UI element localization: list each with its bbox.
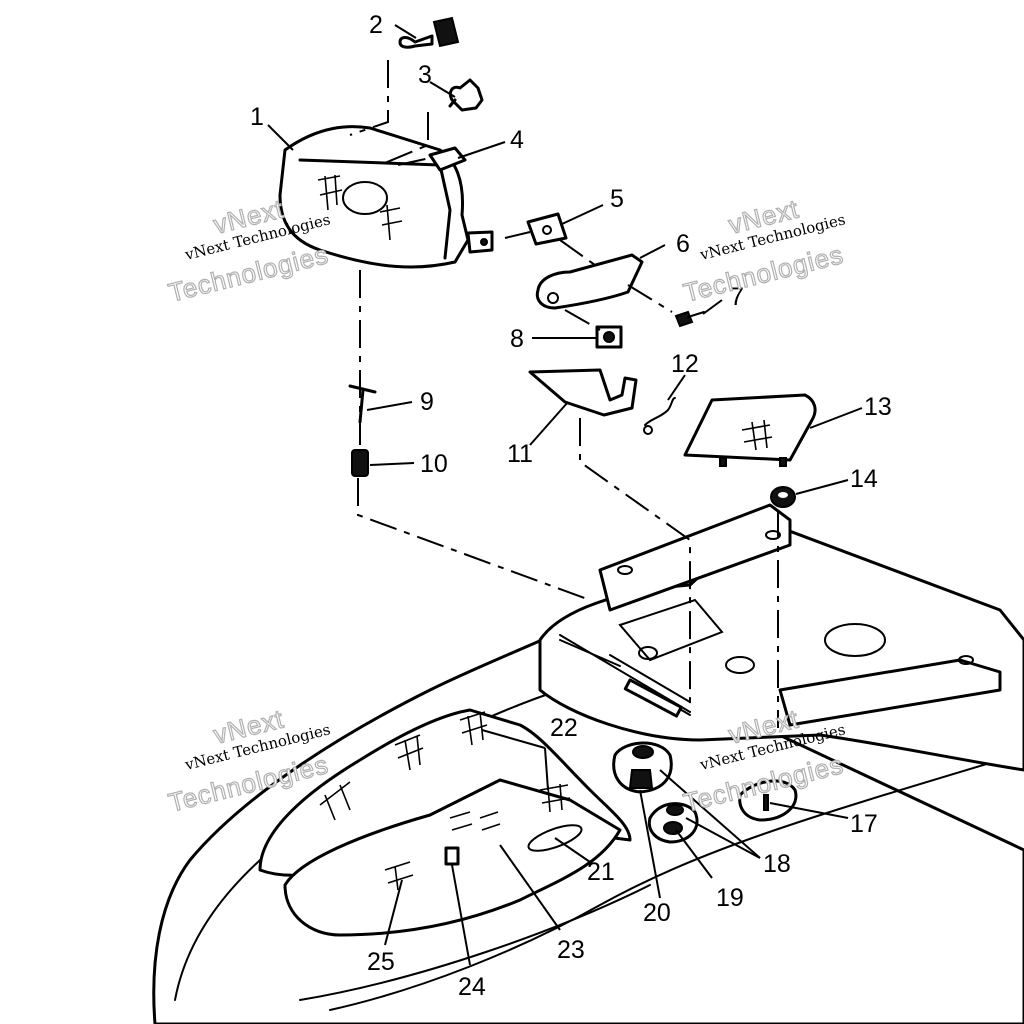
mounting-bracket [535,253,644,310]
callout-19: 19 [716,884,744,912]
wire-clip [643,397,676,435]
callout-13: 13 [864,393,892,421]
callout-24: 24 [458,973,486,1001]
clip [428,146,467,172]
callout-5: 5 [610,185,624,213]
dash-console [258,708,632,937]
storage-cowling [538,503,1024,772]
grommet [770,486,796,508]
screw [674,310,705,328]
callout-3: 3 [418,61,432,89]
screw-17 [738,779,798,822]
callout-9: 9 [420,388,434,416]
spring [351,449,369,477]
callout-4: 4 [510,126,524,154]
watermark-top-right: vNext vNext Technologies Technologies [680,193,847,308]
callout-8: 8 [510,325,524,353]
callout-25: 25 [367,948,395,976]
callout-11: 11 [507,440,533,468]
callout-22: 22 [550,714,578,742]
pin [348,384,377,424]
callout-17: 17 [850,810,878,838]
callout-12: 12 [671,350,699,378]
callout-2: 2 [369,11,383,39]
bulb [398,16,460,49]
callout-7: 7 [730,283,744,311]
callout-labels: 1 2 3 4 5 6 7 8 9 10 11 12 13 14 17 18 1… [250,11,892,1001]
assembly-lines [349,60,779,728]
callout-21: 21 [587,858,615,886]
nut-plate [595,325,623,349]
lower-bracket [528,368,638,417]
bulb-socket [448,78,484,112]
callout-14: 14 [850,465,878,493]
plate-washer [526,212,568,246]
callout-6: 6 [676,230,690,258]
callout-18: 18 [763,850,791,878]
leader-lines [267,24,863,966]
lens-cover [683,393,817,467]
headlight-housing [278,125,494,269]
switch-assembly [612,741,699,844]
callout-23: 23 [557,936,585,964]
callout-10: 10 [420,450,448,478]
callout-1: 1 [250,103,264,131]
callout-20: 20 [643,899,671,927]
